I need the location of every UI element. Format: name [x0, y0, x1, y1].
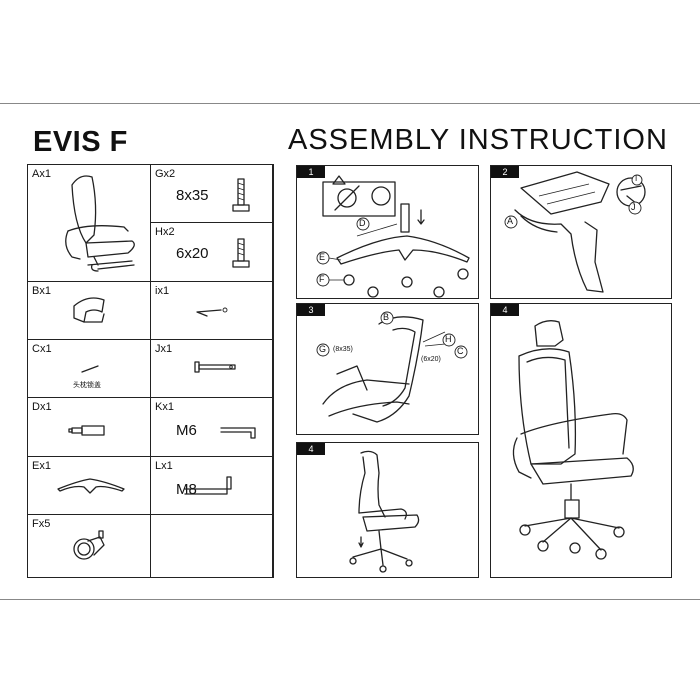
chair-base-icon [57, 478, 125, 494]
step-2-panel: 2 A I J [490, 165, 672, 299]
callout-c-label: C [457, 346, 464, 356]
completed-chair-diagram [512, 320, 634, 560]
callout-e [316, 251, 330, 265]
callout-g [316, 343, 330, 357]
instruction-sheet: EVIS F ASSEMBLY INSTRUCTION Ax1 Gx2 8x35 [0, 103, 700, 600]
callout-g-label: G [319, 344, 327, 354]
callout-i-label: I [635, 174, 638, 183]
step-number: 2 [491, 166, 519, 178]
part-cell-l: Lx1 M8 [151, 457, 273, 515]
bolt-size-g-note: (8x35) [333, 346, 353, 353]
part-cell-i: ix1 [151, 282, 273, 340]
office-chair-illustration [65, 175, 135, 272]
part-cell-e: Ex1 [28, 457, 151, 515]
part-label-d: Dx1 [32, 401, 52, 413]
base-and-casters-diagram [322, 175, 470, 298]
part-label-c: Cx1 [32, 343, 52, 355]
pin-icon [196, 307, 228, 317]
part-cell-c: Cx1 头枕锁盖 [28, 340, 151, 398]
callout-i [631, 174, 643, 186]
caster-icon [73, 530, 105, 560]
part-note-c: 头枕锁盖 [73, 382, 101, 389]
part-label-f: Fx5 [32, 518, 51, 530]
part-label-a: Ax1 [32, 168, 51, 180]
part-cell-h: Hx2 6x20 [151, 223, 273, 282]
callout-b-label: B [383, 312, 390, 322]
step-4-panel-large: 4 [490, 303, 672, 578]
callout-a [504, 215, 518, 229]
callout-j [628, 201, 642, 215]
part-cell-a: Ax1 [28, 165, 151, 282]
part-label-g: Gx2 [155, 168, 176, 180]
callout-d [356, 217, 370, 231]
callout-f [316, 273, 330, 287]
part-label-l: Lx1 [155, 460, 173, 472]
pin-icon [194, 361, 236, 373]
part-label-e: Ex1 [32, 460, 51, 472]
hex-key-icon [184, 476, 232, 495]
step-number: 4 [491, 304, 519, 316]
seat-mechanism-diagram [514, 171, 646, 293]
gas-cylinder-icon [68, 425, 105, 436]
part-cell-k: Kx1 M6 [151, 398, 273, 457]
parts-table: Ax1 Gx2 8x35 Hx2 6x20 [27, 164, 274, 578]
callout-h-label: H [445, 334, 452, 344]
part-cell-empty [151, 515, 273, 577]
part-cell-f: Fx5 [28, 515, 151, 577]
callout-c [454, 345, 468, 359]
callout-a-label: A [507, 216, 514, 226]
step-3-panel: 3 B G (8x35) H C (6x20) [296, 303, 479, 435]
part-cell-b: Bx1 [28, 282, 151, 340]
part-label-k: Kx1 [155, 401, 174, 413]
chair-assembly-diagram [349, 450, 420, 573]
armrest-icon [73, 297, 105, 323]
callout-h [442, 333, 456, 347]
part-cell-j: Jx1 [151, 340, 273, 398]
hex-key-icon [220, 427, 256, 439]
bolt-icon [232, 238, 250, 268]
wrench-size-k: M6 [176, 422, 197, 439]
callout-e-label: E [319, 252, 326, 262]
step-number: 4 [297, 443, 325, 455]
part-cell-d: Dx1 [28, 398, 151, 457]
part-label-b: Bx1 [32, 285, 51, 297]
bolt-size-g: 8x35 [176, 187, 209, 204]
step-4-panel-small: 4 [296, 442, 479, 578]
part-label-h: Hx2 [155, 226, 175, 238]
bolt-size-h: 6x20 [176, 245, 209, 262]
part-cell-g: Gx2 8x35 [151, 165, 273, 223]
lock-cover-icon [81, 365, 99, 373]
model-name: EVIS F [33, 126, 128, 158]
bolt-icon [232, 178, 250, 212]
step-number: 3 [297, 304, 325, 316]
bolt-size-h-note: (6x20) [421, 356, 441, 363]
step-number: 1 [297, 166, 325, 178]
document-title: ASSEMBLY INSTRUCTION [288, 124, 668, 156]
step-1-panel: 1 D E F [296, 165, 479, 299]
callout-d-label: D [359, 218, 366, 228]
backrest-armrest-diagram [322, 316, 446, 423]
part-label-j: Jx1 [155, 343, 173, 355]
callout-j-label: J [631, 202, 636, 212]
callout-f-label: F [319, 274, 325, 284]
part-label-i: ix1 [155, 285, 170, 297]
callout-b [380, 311, 394, 325]
